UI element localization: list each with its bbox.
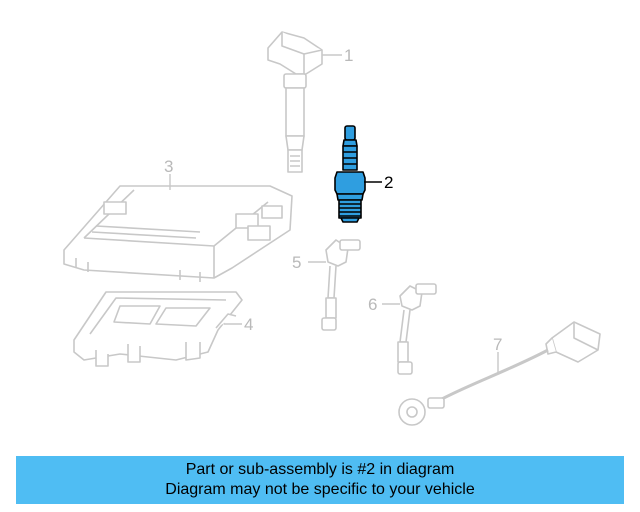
callout-3: 3 — [164, 157, 173, 176]
part-control-module[interactable] — [63, 185, 293, 282]
callout-7: 7 — [493, 335, 502, 354]
callout-6: 6 — [368, 295, 377, 314]
info-banner: Part or sub-assembly is #2 in diagram Di… — [16, 456, 624, 504]
callout-5: 5 — [292, 253, 301, 272]
callout-2: 2 — [384, 173, 393, 192]
parts-diagram: 1 2 3 4 — [63, 31, 601, 426]
part-ignition-coil[interactable] — [267, 31, 323, 173]
banner-line-disclaimer: Diagram may not be specific to your vehi… — [165, 481, 475, 498]
part-sensor-6[interactable] — [397, 283, 437, 375]
part-sensor-5[interactable] — [321, 239, 361, 331]
callout-4: 4 — [244, 315, 253, 334]
banner-line-part: Part or sub-assembly is #2 in diagram — [185, 461, 455, 478]
part-mounting-bracket[interactable] — [73, 291, 243, 367]
part-knock-sensor[interactable] — [398, 321, 601, 426]
callout-1: 1 — [344, 46, 353, 65]
part-spark-plug[interactable] — [334, 125, 366, 223]
